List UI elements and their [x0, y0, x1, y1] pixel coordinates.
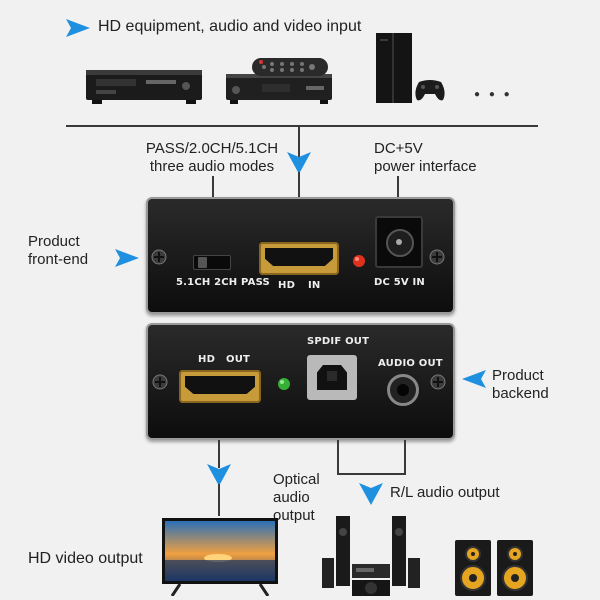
remote-control-icon [252, 58, 328, 76]
set-top-box-icon [226, 74, 332, 104]
led-green-icon [278, 378, 290, 390]
audio-modes-label: PASS/2.0CH/5.1CH three audio modes [128, 140, 296, 176]
arrow-down-input-icon [287, 152, 311, 174]
speaker-icon [497, 540, 533, 596]
hdmi-out-port[interactable] [179, 370, 261, 403]
front-line2: front-end [28, 251, 89, 268]
more-devices-ellipsis: ● ● ● [474, 89, 513, 100]
hd-video-output-label: HD video output [28, 550, 143, 567]
arrow-down-video-icon [207, 464, 231, 486]
optical-output-label: Optical audio output [273, 471, 320, 525]
hd-in-label: HD [278, 280, 296, 291]
switch-label: 5.1CH 2CH PASS [176, 277, 270, 288]
led-red-icon [353, 255, 365, 267]
audio-modes-line1: PASS/2.0CH/5.1CH [145, 140, 279, 157]
spdif-optical-port[interactable] [307, 355, 357, 400]
connector-line-join [337, 473, 406, 475]
screw-icon [151, 249, 167, 265]
power-line2: power interface [374, 158, 477, 175]
connector-line-input [298, 125, 300, 157]
audio-out-label: AUDIO OUT [378, 358, 443, 369]
optical-line3: output [273, 507, 315, 524]
home-theater-icon [322, 516, 420, 596]
arrow-left-back-icon [462, 370, 486, 388]
front-line1: Product [28, 233, 80, 250]
arrow-down-audio-icon [359, 483, 383, 505]
in-label: IN [308, 280, 321, 291]
hdmi-in-port[interactable] [259, 242, 339, 275]
connector-line-analog [404, 440, 406, 474]
game-console-icon [376, 33, 412, 103]
dc-label: DC 5V IN [374, 277, 425, 288]
dc-power-jack[interactable] [375, 216, 423, 268]
connector-line-switch [212, 176, 214, 197]
gamepad-icon [415, 80, 445, 101]
power-interface-label: DC+5V power interface [374, 140, 477, 176]
dvd-player-icon [86, 70, 202, 104]
triangle-arrow-icon [66, 19, 90, 37]
connector-line-power [397, 176, 399, 197]
optical-line2: audio [273, 489, 310, 506]
connector-line-optical [337, 440, 339, 474]
backend-label: Product backend [492, 367, 549, 403]
audio-out-jack[interactable] [387, 374, 419, 406]
connector-line-video-lower [218, 484, 220, 516]
front-end-label: Product front-end [28, 233, 88, 269]
back-line2: backend [492, 385, 549, 402]
rl-output-label: R/L audio output [390, 484, 500, 501]
spdif-label: SPDIF OUT [307, 336, 370, 347]
arrow-right-front-icon [115, 249, 139, 267]
screw-icon [429, 249, 445, 265]
out-label: OUT [226, 354, 251, 365]
divider-line [66, 125, 538, 127]
audio-modes-line2: three audio modes [149, 158, 275, 175]
connector-line-video [218, 440, 220, 468]
input-title: HD equipment, audio and video input [98, 18, 362, 35]
back-line1: Product [492, 367, 544, 384]
power-line1: DC+5V [374, 140, 423, 157]
screw-icon [152, 374, 168, 390]
hd-out-label: HD [198, 354, 216, 365]
screw-icon [430, 374, 446, 390]
optical-line1: Optical [273, 471, 320, 488]
connector-line-input-lower [298, 172, 300, 197]
audio-mode-switch[interactable] [193, 255, 231, 270]
speaker-icon [455, 540, 491, 596]
tv-icon [162, 518, 278, 596]
